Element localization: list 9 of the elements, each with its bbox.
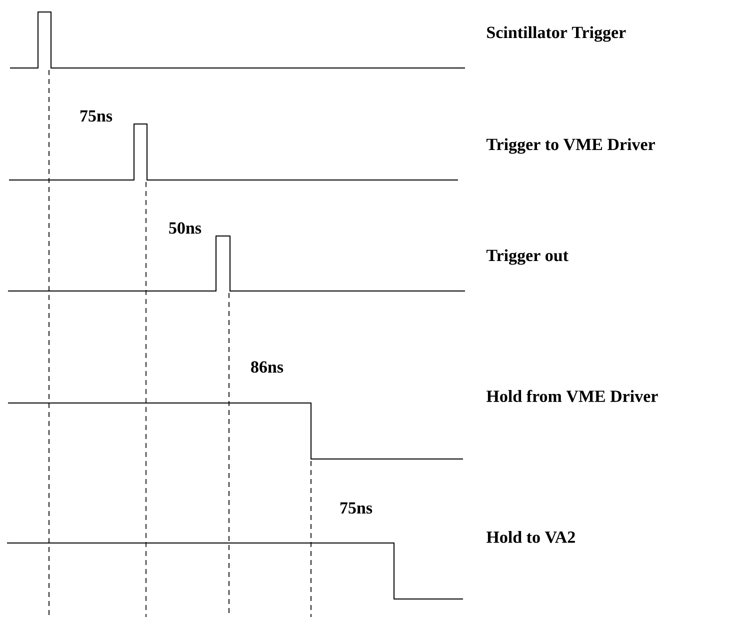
- signal-label: Hold to VA2: [486, 530, 575, 543]
- delay-label: 86ns: [251, 361, 284, 373]
- signal-label: Hold from VME Driver: [486, 390, 658, 402]
- delay-label: 75ns: [340, 502, 372, 514]
- delay-label: 75ns: [80, 110, 112, 122]
- delay-label: 50ns: [169, 222, 202, 234]
- signal-label: Scintillator Trigger: [487, 26, 626, 42]
- signal-label: Trigger out: [486, 249, 568, 265]
- signal-label: Trigger to VME Driver: [486, 138, 655, 154]
